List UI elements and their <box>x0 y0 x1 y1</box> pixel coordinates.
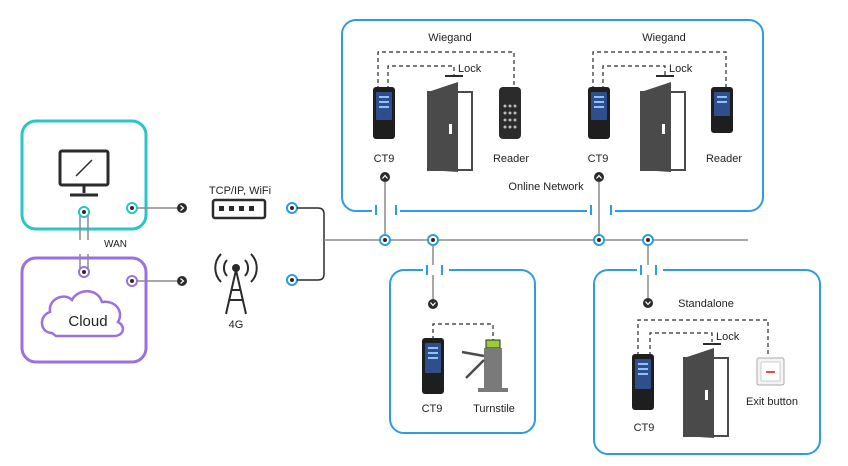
ct9-device-3 <box>422 338 444 394</box>
exit-button-icon <box>756 357 785 386</box>
reader-label-1: Reader <box>493 153 529 165</box>
pc-frame <box>20 119 148 231</box>
ct9-label-2: CT9 <box>588 153 609 165</box>
4g-label: 4G <box>229 319 244 331</box>
tcpip-label: TCP/IP, WiFi <box>209 185 271 197</box>
cell-tower-icon <box>214 253 258 315</box>
door-icon-3 <box>683 348 729 438</box>
cloud-out-arrow-icon <box>177 276 187 286</box>
reader-label-2: Reader <box>706 153 742 165</box>
pc-out-arrow-icon <box>177 203 187 213</box>
standalone-frame <box>593 269 821 455</box>
ct9-label-4: CT9 <box>634 422 655 434</box>
ct9-device-4 <box>632 354 654 410</box>
standalone-label: Standalone <box>678 298 734 310</box>
turnstile-icon <box>461 339 508 392</box>
online-network-label: Online Network <box>508 181 584 193</box>
reader-device-1 <box>499 87 521 139</box>
router-icon <box>211 198 267 220</box>
wiegand-label-2: Wiegand <box>642 32 685 44</box>
door-icon-2 <box>640 82 686 172</box>
wiegand-label-1: Wiegand <box>428 32 471 44</box>
turnstile-frame <box>389 269 536 434</box>
cloud-frame <box>20 256 148 364</box>
ct9-device-2 <box>588 87 610 139</box>
lock-label-3: Lock <box>716 331 740 343</box>
lock-label-1: Lock <box>458 63 482 75</box>
cloud-label: Cloud <box>68 313 107 330</box>
ct9-label-3: CT9 <box>422 403 443 415</box>
exit-button-label: Exit button <box>746 396 798 408</box>
wan-label: WAN <box>104 239 127 250</box>
reader-device-2 <box>711 87 733 133</box>
monitor-icon <box>58 149 110 197</box>
ct9-device-1 <box>373 87 395 139</box>
turnstile-label: Turnstile <box>473 403 515 415</box>
door-icon-1 <box>427 82 473 172</box>
lock-label-2: Lock <box>669 63 693 75</box>
online-network-frame <box>341 19 764 212</box>
ct9-label-1: CT9 <box>374 153 395 165</box>
cloud-icon <box>40 290 125 338</box>
